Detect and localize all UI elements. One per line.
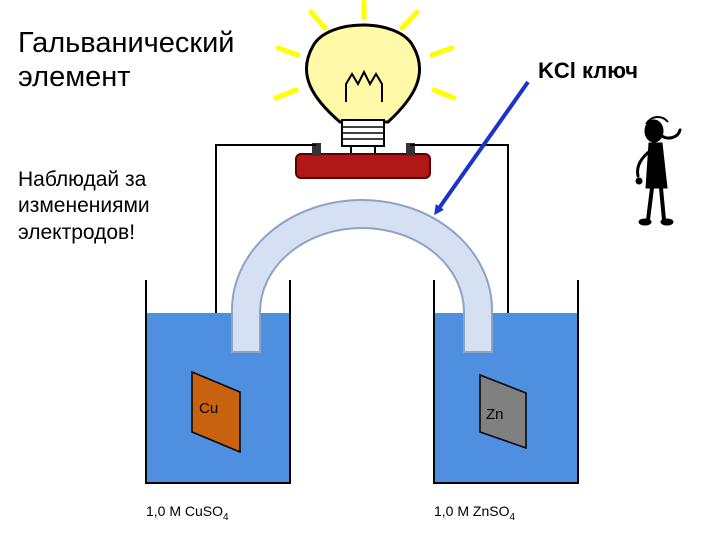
title-line: Гальванический — [18, 27, 235, 59]
solution-formula: 1,0 M ZnSO — [434, 503, 510, 519]
anode-electrode — [479, 373, 527, 450]
observation-hint: Наблюдай за изменениями электродов! — [18, 167, 150, 246]
salt-bridge — [231, 199, 493, 353]
hint-line: изменениями — [18, 194, 150, 218]
title-line: элемент — [18, 61, 131, 94]
lamp-base — [295, 143, 431, 179]
solution-subscript: 4 — [223, 512, 229, 523]
cathode-label: Cu — [199, 400, 219, 417]
anode-solution-label: 1,0 M ZnSO4 — [434, 503, 516, 523]
wires — [215, 144, 509, 375]
cathode-beaker — [145, 280, 291, 484]
page-title: Гальванический элемент — [18, 26, 234, 94]
anode-label: Zn — [486, 406, 504, 423]
salt-bridge-label: KCl ключ — [538, 58, 638, 83]
solution-formula: 1,0 M CuSO — [146, 503, 224, 519]
thinking-figure-icon — [635, 116, 682, 226]
light-rays — [273, 0, 457, 101]
hint-line: электродов! — [18, 220, 136, 244]
anode-beaker — [433, 280, 579, 484]
solution-subscript: 4 — [509, 512, 516, 523]
salt-bridge-arrow — [434, 80, 530, 216]
cathode-solution-label: 1,0 M CuSO4 — [146, 503, 229, 523]
hint-line: Наблюдай за — [18, 168, 147, 191]
cathode-electrode — [191, 370, 241, 454]
light-bulb-icon — [304, 23, 422, 155]
